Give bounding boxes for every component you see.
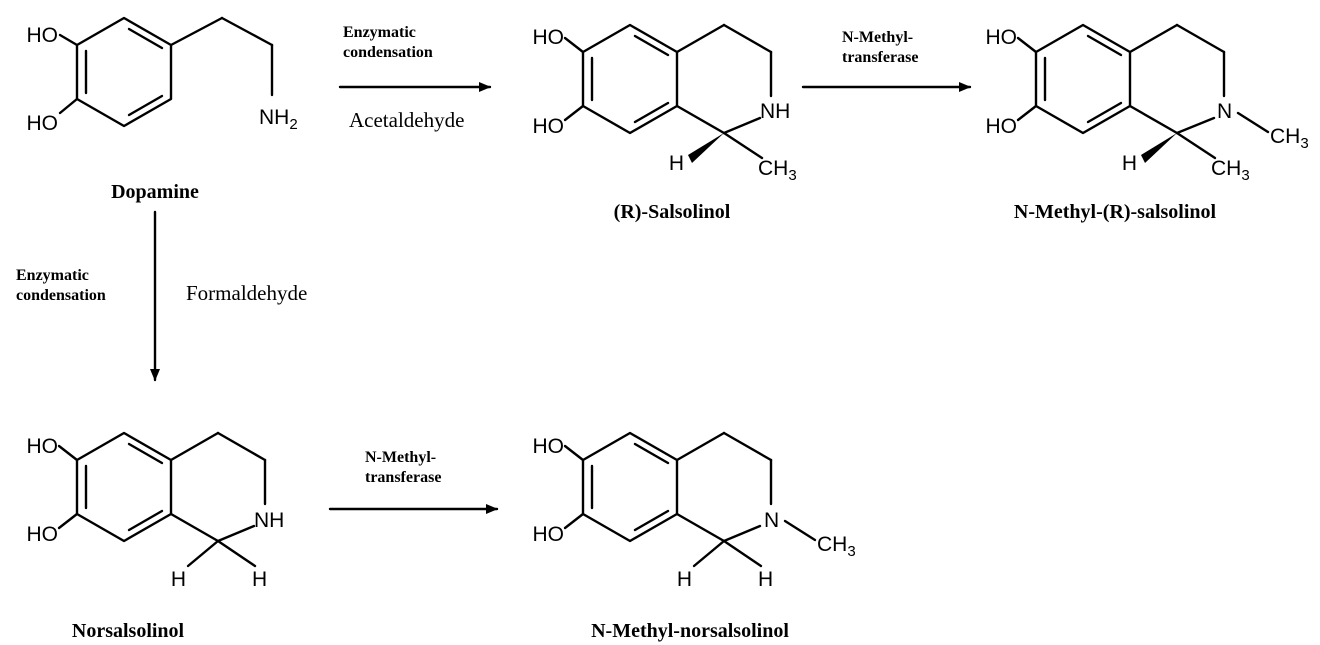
reagent-label: Acetaldehyde xyxy=(349,108,464,132)
n-methyl-r-salsolinol-label: N-Methyl-(R)-salsolinol xyxy=(1014,201,1217,223)
molecule-n-methyl-norsalsolinol: HO HO N CH3 H H N-Methyl-norsalsolinol xyxy=(533,431,856,642)
enzyme-label-line1: Enzymatic xyxy=(16,267,89,284)
n-methyl-norsalsolinol-label: N-Methyl-norsalsolinol xyxy=(591,620,789,642)
norsalsolinol-hydrogen-left: H xyxy=(171,568,186,591)
n-methyl-r-salsolinol-n-methyl-symbol: CH xyxy=(1270,125,1300,148)
n-methyl-norsalsolinol-hydrogen-right: H xyxy=(758,568,773,591)
norsalsolinol-label: Norsalsolinol xyxy=(72,620,185,642)
r-salsolinol-label: (R)-Salsolinol xyxy=(614,201,731,223)
molecule-n-methyl-r-salsolinol: HO HO N CH3 H CH3 N-Methyl-(R)-salsolino… xyxy=(986,23,1309,223)
n-methyl-r-salsolinol-hydrogen: H xyxy=(1122,152,1137,175)
dopamine-label: Dopamine xyxy=(111,181,199,203)
n-methyl-norsalsolinol-hydroxyl-top: HO xyxy=(533,435,565,458)
n-methyl-norsalsolinol-hydroxyl-bottom: HO xyxy=(533,523,565,546)
n-methyl-norsalsolinol-structure xyxy=(563,431,817,568)
dopamine-structure xyxy=(58,16,274,128)
n-methyl-r-salsolinol-methyl-symbol: CH xyxy=(1211,157,1241,180)
n-methyl-norsalsolinol-n-methyl: CH3 xyxy=(817,533,856,560)
r-salsolinol-methyl-subscript: 3 xyxy=(788,167,796,184)
n-methyl-norsalsolinol-nitrogen: N xyxy=(764,509,779,532)
n-methyl-r-salsolinol-hydroxyl-top: HO xyxy=(986,26,1018,49)
n-methyl-norsalsolinol-hydrogen-left: H xyxy=(677,568,692,591)
norsalsolinol-structure xyxy=(57,431,267,568)
dopamine-amine-symbol: NH xyxy=(259,106,289,129)
reaction-dopamine-to-norsalsolinol: Enzymatic condensation Formaldehyde xyxy=(16,210,307,382)
n-methyl-r-salsolinol-hydroxyl-bottom: HO xyxy=(986,115,1018,138)
molecule-norsalsolinol: HO HO NH H H Norsalsolinol xyxy=(27,431,284,642)
r-salsolinol-methyl-symbol: CH xyxy=(758,157,788,180)
r-salsolinol-nitrogen: NH xyxy=(760,100,790,123)
dopamine-hydroxyl-top: HO xyxy=(27,24,59,47)
r-salsolinol-hydrogen: H xyxy=(669,152,684,175)
enzyme-label-line2: condensation xyxy=(16,287,106,304)
r-salsolinol-hydroxyl-bottom: HO xyxy=(533,115,565,138)
molecule-r-salsolinol: HO HO NH H CH3 (R)-Salsolinol xyxy=(533,23,797,223)
dopamine-amine: NH2 xyxy=(259,106,298,133)
norsalsolinol-hydrogen-right: H xyxy=(252,568,267,591)
reaction-norsalsolinol-to-n-methyl: N-Methyl- transferase xyxy=(328,449,499,514)
enzyme-label-line2: transferase xyxy=(842,49,918,66)
dopamine-hydroxyl-bottom: HO xyxy=(27,112,59,135)
n-methyl-r-salsolinol-structure xyxy=(1016,23,1270,163)
reaction-r-salsolinol-to-n-methyl: N-Methyl- transferase xyxy=(801,29,972,92)
n-methyl-r-salsolinol-n-methyl: CH3 xyxy=(1270,125,1309,152)
norsalsolinol-hydroxyl-bottom: HO xyxy=(27,523,59,546)
r-salsolinol-structure xyxy=(563,23,773,163)
enzyme-label-line2: condensation xyxy=(343,44,433,61)
r-salsolinol-methyl: CH3 xyxy=(758,157,797,184)
n-methyl-r-salsolinol-methyl-subscript: 3 xyxy=(1241,167,1249,184)
n-methyl-norsalsolinol-n-methyl-symbol: CH xyxy=(817,533,847,556)
n-methyl-r-salsolinol-n-methyl-subscript: 3 xyxy=(1300,135,1308,152)
r-salsolinol-hydroxyl-top: HO xyxy=(533,26,565,49)
norsalsolinol-hydroxyl-top: HO xyxy=(27,435,59,458)
dopamine-amine-subscript: 2 xyxy=(289,116,297,133)
enzyme-label-line1: Enzymatic xyxy=(343,24,416,41)
n-methyl-norsalsolinol-n-methyl-subscript: 3 xyxy=(847,543,855,560)
molecule-dopamine: HO HO NH2 Dopamine xyxy=(27,16,298,203)
norsalsolinol-nitrogen: NH xyxy=(254,509,284,532)
reaction-dopamine-to-r-salsolinol: Enzymatic condensation Acetaldehyde xyxy=(338,24,492,132)
enzyme-label-line2: transferase xyxy=(365,469,441,486)
enzyme-label-line1: N-Methyl- xyxy=(365,449,436,466)
enzyme-label-line1: N-Methyl- xyxy=(842,29,913,46)
reagent-label: Formaldehyde xyxy=(186,281,307,305)
n-methyl-r-salsolinol-methyl: CH3 xyxy=(1211,157,1250,184)
n-methyl-r-salsolinol-nitrogen: N xyxy=(1217,100,1232,123)
